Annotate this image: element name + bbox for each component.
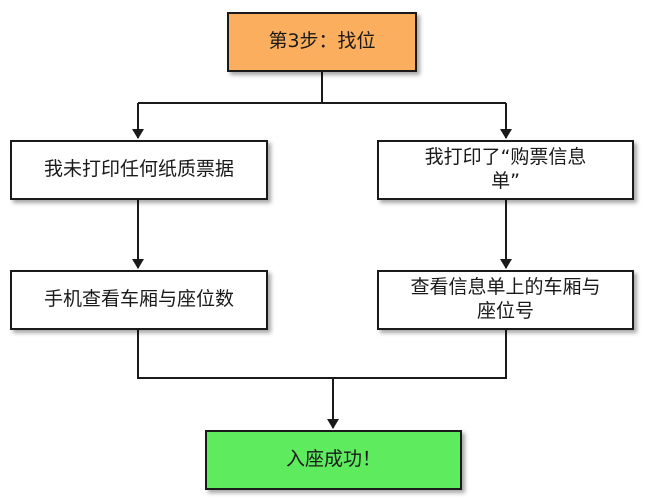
seated-success-label: 入座成功！ (285, 448, 381, 471)
check-phone-seat-label: 手机查看车厢与座位数 (43, 288, 234, 311)
connector-merge (137, 330, 507, 379)
connector-step-split (138, 72, 506, 104)
step-title-box: 第3步：找位 (227, 12, 417, 72)
printed-info-sheet-label: 我打印了“购票信息 单” (424, 146, 587, 192)
step-title-label: 第3步：找位 (268, 30, 376, 53)
check-sheet-seat-label: 查看信息单上的车厢与 座位号 (410, 276, 601, 322)
check-phone-seat-box: 手机查看车厢与座位数 (10, 270, 268, 330)
seated-success-box: 入座成功！ (205, 430, 462, 490)
printed-info-sheet-box: 我打印了“购票信息 单” (377, 140, 634, 200)
check-sheet-seat-box: 查看信息单上的车厢与 座位号 (377, 270, 634, 330)
no-paper-ticket-box: 我未打印任何纸质票据 (10, 140, 268, 200)
no-paper-ticket-label: 我未打印任何纸质票据 (43, 158, 234, 181)
